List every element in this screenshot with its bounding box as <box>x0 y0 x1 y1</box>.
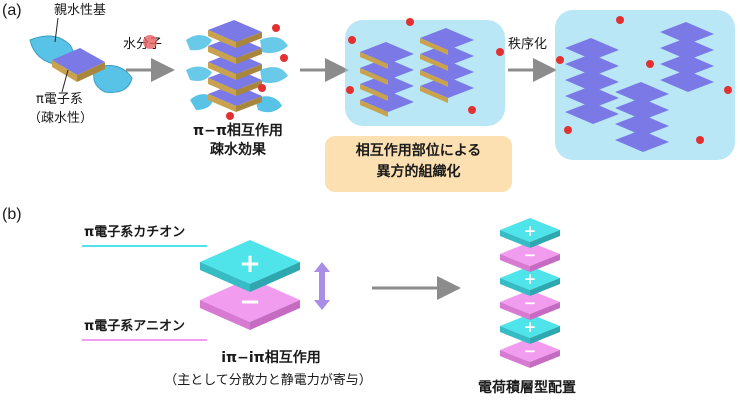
panel-a-label: (a) <box>2 2 22 19</box>
svg-text:+: + <box>524 222 537 240</box>
hydrophobic-label: （疎水性） <box>28 111 94 126</box>
organized-cluster-icon <box>345 18 505 126</box>
hydrophobic-effect-caption: 疎水効果 <box>210 142 266 158</box>
svg-text:−: − <box>524 246 537 264</box>
pi-cation-label: π電子系カチオン <box>84 225 186 240</box>
pi-anion-label: π電子系アニオン <box>84 319 186 334</box>
ordered-lattice-icon <box>555 10 735 160</box>
anion-underline <box>82 339 207 341</box>
ion-pair-icon: + − <box>200 240 330 330</box>
anisotropic-organization-caption: 異方的組織化 <box>376 164 461 180</box>
pi-stack-icon <box>186 20 288 120</box>
anion-minus-sign: − <box>239 287 261 317</box>
pi-pi-interaction-caption: π−π相互作用 <box>193 123 283 139</box>
svg-text:+: + <box>524 318 537 336</box>
ion-pi-interaction-caption: iπ−iπ相互作用 <box>221 350 321 366</box>
pi-system-label: π電子系 <box>36 92 83 107</box>
cation-underline <box>82 245 207 247</box>
svg-text:−: − <box>524 342 537 360</box>
force-contribution-caption: （主として分散力と静電力が寄与） <box>164 373 372 388</box>
ordering-label: 秩序化 <box>508 37 548 52</box>
attraction-double-arrow <box>314 262 330 310</box>
svg-text:−: − <box>524 294 537 312</box>
water-molecule-icon <box>143 35 157 49</box>
anisotropic-organization-box <box>325 136 512 192</box>
hydrophilic-group-label: 親水性基 <box>54 3 107 18</box>
cation-plus-sign: + <box>239 249 261 279</box>
charge-stacked-arrangement-label: 電荷積層型配置 <box>478 380 576 396</box>
panel-b-label: (b) <box>2 206 22 223</box>
charge-stack-icon: + − + − + − <box>500 218 560 368</box>
svg-text:+: + <box>524 270 537 288</box>
interaction-site-caption: 相互作用部位による <box>355 143 482 159</box>
single-molecule-icon <box>29 17 133 93</box>
